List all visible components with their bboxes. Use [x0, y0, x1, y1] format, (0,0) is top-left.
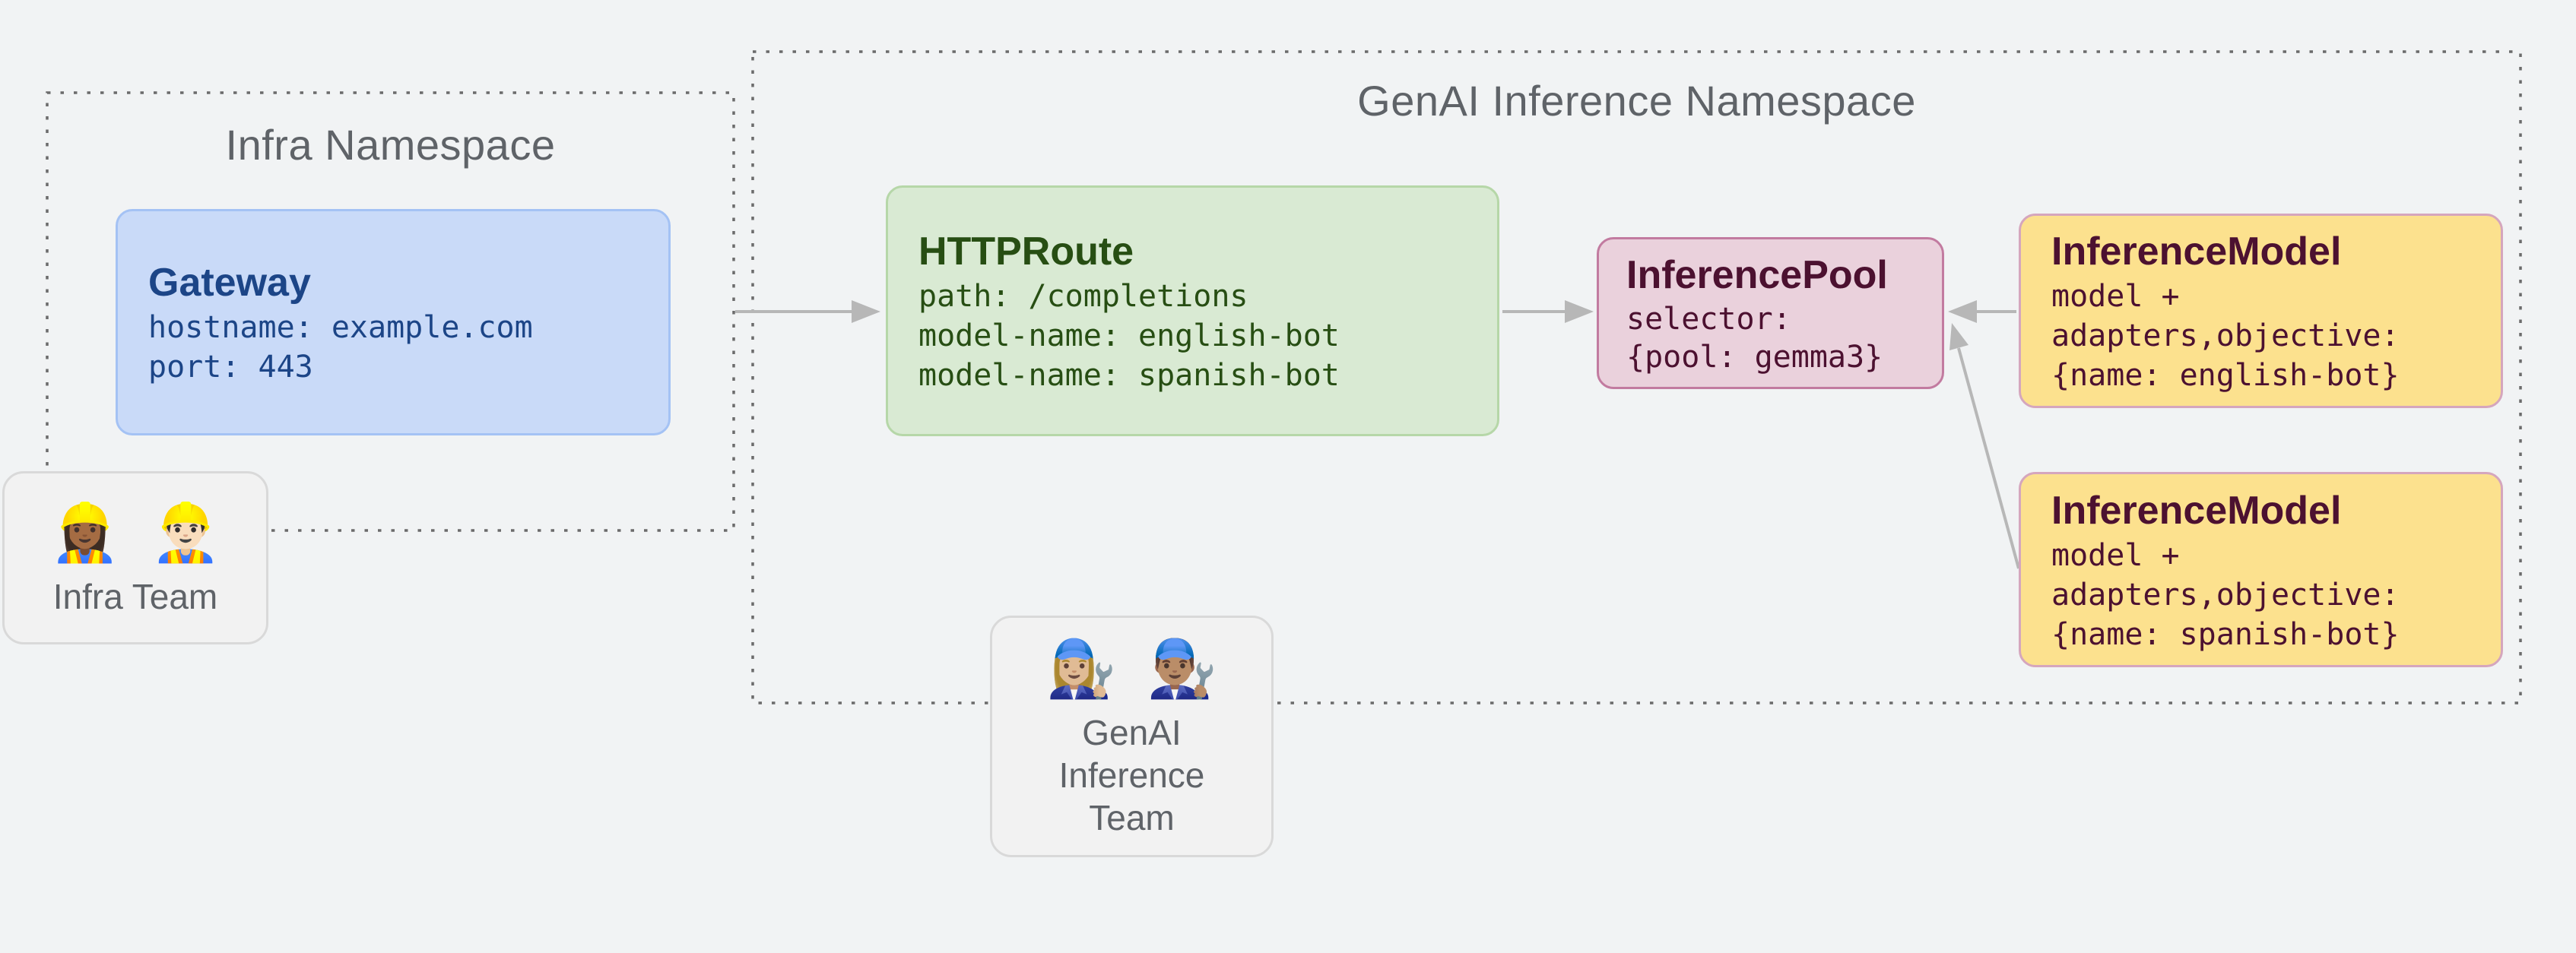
httproute-node-line: model-name: spanish-bot: [918, 358, 1340, 393]
gateway-node-title: Gateway: [148, 261, 311, 305]
edge-httproute-to-inferencepool: [1502, 300, 1594, 323]
infra-team-emojis: 👷🏾‍♀️ 👷🏻‍♂️: [43, 498, 229, 568]
edge-inferencemodel-english-to-inferencepool: [1948, 300, 2016, 323]
inferencepool-node-title: InferencePool: [1626, 253, 1888, 297]
httproute-node-title: HTTPRoute: [918, 230, 1134, 274]
genai-team-label-line: GenAI: [1082, 713, 1182, 752]
mechanic-man-emoji-icon: 👨🏽‍🔧: [1147, 637, 1217, 700]
genai-team-label: GenAI Inference Team: [1059, 711, 1205, 839]
genai-namespace-title: GenAI Inference Namespace: [1357, 77, 1916, 125]
gateway-node: Gateway hostname: example.com port: 443: [116, 209, 671, 435]
inferencemodel-english-node: InferenceModel model + adapters,objectiv…: [2019, 214, 2503, 408]
infra-team-card: 👷🏾‍♀️ 👷🏻‍♂️ Infra Team: [2, 471, 268, 644]
arrowhead-icon: [1949, 323, 1968, 350]
arrowhead-icon: [1948, 300, 1977, 323]
arrowhead-icon: [1565, 300, 1594, 323]
edge-inferencemodel-spanish-to-inferencepool: [1949, 323, 2020, 569]
httproute-node: HTTPRoute path: /completions model-name:…: [886, 185, 1499, 436]
inferencemodel-spanish-node-title: InferenceModel: [2051, 488, 2342, 533]
infra-namespace-title: Infra Namespace: [225, 121, 556, 169]
inferencemodel-english-node-line: {name: english-bot}: [2051, 358, 2400, 393]
inferencepool-node: InferencePool selector: {pool: gemma3}: [1597, 237, 1944, 389]
genai-team-label-line: Team: [1089, 798, 1175, 837]
genai-team-emojis: 👩🏼‍🔧 👨🏽‍🔧: [1039, 634, 1225, 704]
edge-gateway-to-httproute: [735, 300, 880, 323]
mechanic-woman-emoji-icon: 👩🏼‍🔧: [1046, 637, 1117, 700]
inferencemodel-english-node-line: model +: [2051, 279, 2180, 314]
inferencemodel-spanish-node-line: model +: [2051, 537, 2180, 573]
inferencepool-node-line: selector:: [1626, 302, 1791, 337]
gateway-node-line: hostname: example.com: [148, 310, 533, 345]
inferencemodel-spanish-node-line: adapters,objective:: [2051, 577, 2400, 613]
infra-namespace-dotted-border: [46, 91, 735, 532]
infra-namespace-group: Infra Namespace: [47, 93, 734, 530]
genai-namespace-group: GenAI Inference Namespace: [753, 52, 2520, 703]
genai-team-label-line: Inference: [1058, 755, 1205, 795]
inferencemodel-english-node-line: adapters,objective:: [2051, 318, 2400, 353]
httproute-node-line: path: /completions: [918, 279, 1248, 314]
infra-team-label: Infra Team: [52, 577, 218, 616]
inferencepool-node-line: {pool: gemma3}: [1626, 340, 1883, 375]
genai-namespace-dotted-border: [751, 50, 2522, 704]
inferencemodel-english-node-title: InferenceModel: [2051, 230, 2342, 274]
gateway-node-line: port: 443: [148, 350, 313, 385]
inferencemodel-spanish-node: InferenceModel model + adapters,objectiv…: [2019, 472, 2503, 667]
httproute-node-line: model-name: english-bot: [918, 318, 1340, 353]
inferencemodel-spanish-node-line: {name: spanish-bot}: [2051, 616, 2400, 652]
arrowhead-icon: [852, 300, 880, 323]
construction-worker-woman-emoji-icon: 👷🏾‍♀️: [49, 501, 120, 564]
construction-worker-man-emoji-icon: 👷🏻‍♂️: [151, 501, 221, 564]
genai-inference-team-card: 👩🏼‍🔧 👨🏽‍🔧 GenAI Inference Team: [990, 616, 1274, 857]
